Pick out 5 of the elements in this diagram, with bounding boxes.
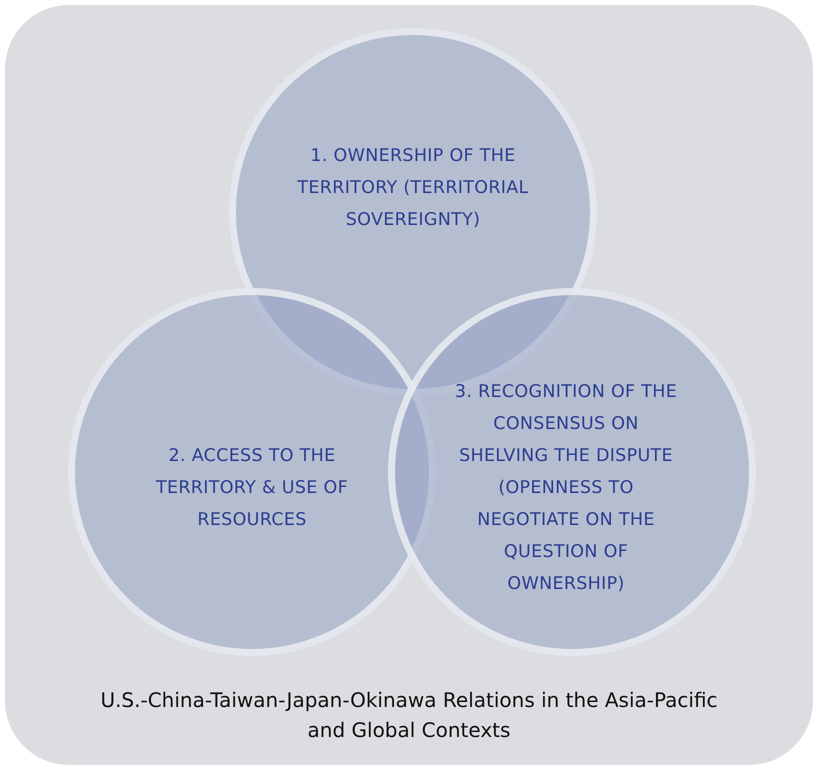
circle-label: 2. ACCESS TO THE TERRITORY & USE OF RESOURCES	[155, 445, 349, 532]
caption-text: U.S.-China-Taiwan-Japan-Okinawa Relations in the Asia-Pacific and Global Contexts	[99, 687, 719, 744]
background-panel	[5, 5, 813, 765]
circle-label: 1. OWNERSHIP OF THE TERRITORY (TERRITORIAL SOVEREIGNTY)	[296, 145, 530, 232]
circle-label: 3. RECOGNITION OF THE CONSENSUS ON SHELVING THE DISPUTE (OPENNESS TO NEGOTIATE ON THE QUESTION OF OWNERSHIP)	[454, 381, 678, 596]
